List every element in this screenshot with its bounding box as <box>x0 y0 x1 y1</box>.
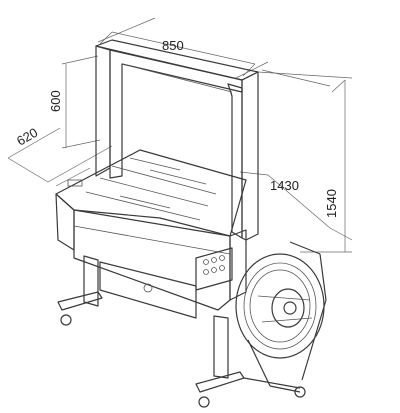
legs <box>57 255 306 408</box>
dimension-height-label: 1540 <box>324 189 339 218</box>
control-panel <box>195 247 233 291</box>
dimension-arch-height-label: 600 <box>48 90 63 112</box>
dimension-length-label: 1430 <box>270 178 299 193</box>
dimension-lines: 850 600 620 1430 <box>7 17 353 253</box>
arch-frame <box>95 39 259 241</box>
table-top <box>55 149 247 251</box>
strap-reel <box>235 241 327 393</box>
dimension-height: 1540 <box>257 71 353 253</box>
dimension-width-label: 850 <box>162 38 184 53</box>
machine-body <box>73 209 247 319</box>
dimension-arch-height: 600 <box>48 55 101 149</box>
dimension-depth-label: 620 <box>14 125 40 149</box>
